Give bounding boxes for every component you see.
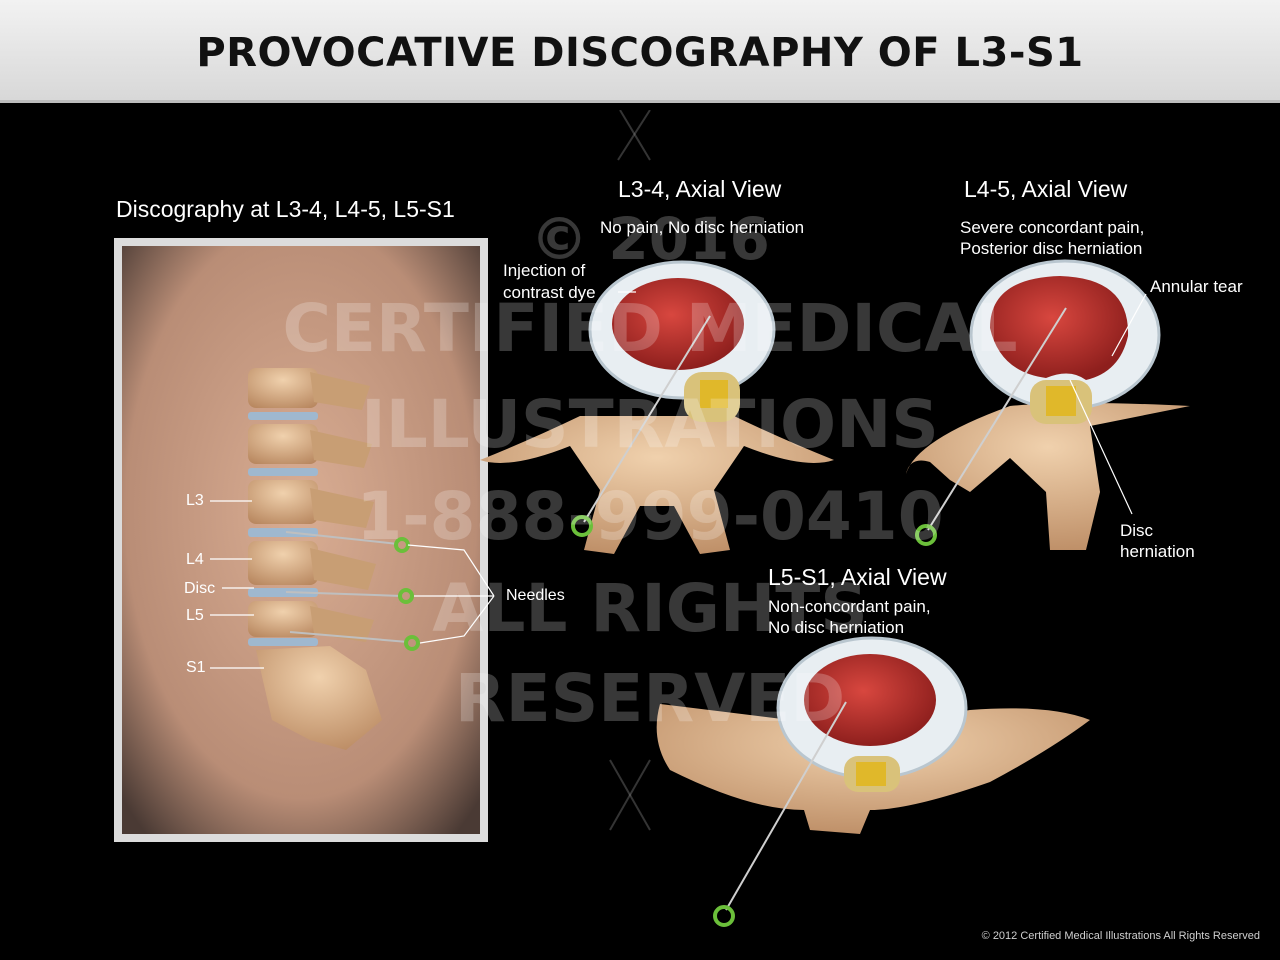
illustration-stage: Discography at L3-4, L4-5, L5-S1 L3 L4 D… <box>10 110 1272 952</box>
watermark-line-6: RESERVED <box>454 660 846 737</box>
callout-disc-line2: herniation <box>1120 542 1195 561</box>
view-heading-l3-4: L3-4, Axial View <box>618 176 782 202</box>
lumbar-spine <box>248 368 382 750</box>
callout-disc-line1: Disc <box>1120 521 1154 540</box>
watermark-line-1: © 2016 <box>530 205 770 273</box>
view-heading-l5-s1: L5-S1, Axial View <box>768 564 947 590</box>
level-label-l5: L5 <box>186 607 204 624</box>
level-label-l4: L4 <box>186 551 204 568</box>
lateral-panel-skin <box>122 246 480 834</box>
level-label-l3: L3 <box>186 492 204 509</box>
needle-l3-4 <box>583 315 711 523</box>
view-note-l5-s1-line1: Non-concordant pain, <box>768 597 931 616</box>
watermark-line-2: CERTIFIED MEDICAL <box>282 290 1018 367</box>
view-note-l4-5-line2: Posterior disc herniation <box>960 239 1143 258</box>
callout-injection-line1: Injection of <box>503 261 586 280</box>
needle-hub-l5-s1 <box>713 905 735 927</box>
illustration-art <box>114 110 1190 927</box>
axial-l5-s1 <box>656 636 1090 834</box>
page-title: PROVOCATIVE DISCOGRAPHY OF L3-S1 <box>196 30 1084 76</box>
l4-5-leaders <box>1069 293 1147 515</box>
needle-hub-l3-4 <box>571 515 593 537</box>
callout-annular-tear: Annular tear <box>1150 277 1243 296</box>
lateral-heading: Discography at L3-4, L4-5, L5-S1 <box>116 196 455 222</box>
copyright-notice: © 2012 Certified Medical Illustrations A… <box>981 930 1260 942</box>
watermark-line-3: ILLUSTRATIONS <box>361 386 939 463</box>
view-note-l3-4: No pain, No disc herniation <box>600 218 805 237</box>
axial-l4-5 <box>906 259 1190 550</box>
watermark-line-4: 1-888-999-0410 <box>356 478 944 555</box>
needle-hub-l4-5 <box>915 524 937 546</box>
title-bar: PROVOCATIVE DISCOGRAPHY OF L3-S1 <box>0 0 1280 103</box>
view-heading-l4-5: L4-5, Axial View <box>964 176 1128 202</box>
watermark-line-5: ALL RIGHTS <box>432 570 868 647</box>
view-note-l5-s1-line2: No disc herniation <box>768 618 905 637</box>
needle-l5-s1 <box>725 701 847 911</box>
level-leaders <box>210 500 264 669</box>
needles-label: Needles <box>506 587 565 604</box>
callout-injection-line2: contrast dye <box>503 283 596 302</box>
needles-leader <box>407 544 495 644</box>
needle-l4-5 <box>927 307 1067 531</box>
watermark-marks <box>609 110 651 831</box>
view-note-l4-5-line1: Severe concordant pain, <box>960 218 1145 237</box>
level-label-disc: Disc <box>184 580 216 597</box>
axial-l3-4 <box>480 260 834 554</box>
level-label-s1: S1 <box>186 659 206 676</box>
lateral-needles <box>285 531 409 643</box>
